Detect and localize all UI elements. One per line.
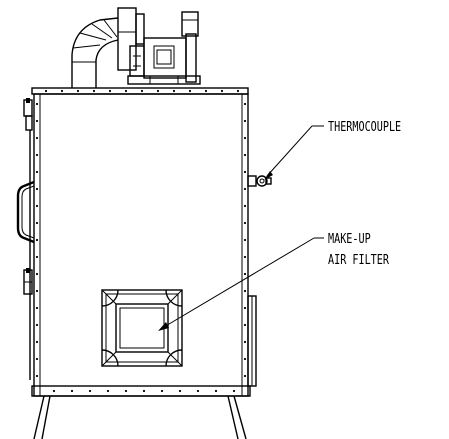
motor <box>143 37 187 79</box>
rivet <box>160 389 164 393</box>
blower-assembly <box>71 7 201 88</box>
rivet <box>243 374 247 378</box>
makeup-label-line2: AIR FILTER <box>328 252 390 268</box>
rivet <box>196 389 200 393</box>
rivet <box>35 204 39 208</box>
thermocouple-leader <box>264 125 324 180</box>
rivet <box>35 289 39 293</box>
rivet <box>243 136 247 140</box>
rivet <box>140 89 144 93</box>
rivet <box>35 357 39 361</box>
rivet <box>243 187 247 191</box>
air-filter <box>101 289 183 367</box>
door-handle <box>16 180 35 244</box>
cabinet-base-rail <box>31 385 251 397</box>
rivet <box>172 89 176 93</box>
rivet <box>243 238 247 242</box>
rivet <box>156 89 160 93</box>
rivet <box>232 389 236 393</box>
rivet <box>44 89 48 93</box>
rivet <box>178 389 182 393</box>
rivet <box>70 389 74 393</box>
rivet <box>214 389 218 393</box>
rivet <box>35 255 39 259</box>
rivet <box>60 89 64 93</box>
thermocouple-fitting <box>247 175 272 187</box>
rivet <box>35 340 39 344</box>
rivet <box>108 89 112 93</box>
rivet <box>188 89 192 93</box>
rivet <box>243 323 247 327</box>
blower-housing <box>117 7 137 71</box>
rivet <box>243 340 247 344</box>
rivet <box>243 255 247 259</box>
rivet <box>92 89 96 93</box>
rivet <box>35 153 39 157</box>
roof-plate <box>31 87 249 95</box>
rivet <box>35 238 39 242</box>
rivet <box>243 119 247 123</box>
rivet <box>124 389 128 393</box>
rivet <box>243 272 247 276</box>
rivet <box>52 389 56 393</box>
left-hinge-bottom <box>23 268 33 295</box>
rivet <box>35 170 39 174</box>
rivet <box>204 89 208 93</box>
rivet <box>35 136 39 140</box>
rivet <box>243 204 247 208</box>
rivet <box>243 153 247 157</box>
motor-base <box>127 75 201 85</box>
rivet <box>106 389 110 393</box>
rivet <box>35 221 39 225</box>
rivet <box>243 289 247 293</box>
rivet <box>35 102 39 106</box>
rivet <box>243 357 247 361</box>
rivet <box>243 221 247 225</box>
rivet <box>243 102 247 106</box>
makeup-label-line1: MAKE-UP <box>328 231 371 247</box>
rivet <box>243 306 247 310</box>
rivet <box>35 187 39 191</box>
thermocouple-label: THERMOCOUPLE <box>328 119 401 135</box>
rivet <box>88 389 92 393</box>
side-panel <box>247 295 257 387</box>
filter-leader <box>158 237 324 331</box>
rivet <box>35 306 39 310</box>
cabinet-body <box>33 93 249 397</box>
rivet <box>35 119 39 123</box>
rivet <box>35 323 39 327</box>
duct-elbow <box>71 17 119 88</box>
cabinet <box>31 93 251 397</box>
rivet <box>142 389 146 393</box>
rivet <box>35 272 39 276</box>
stand-legs <box>33 395 247 439</box>
rivet <box>124 89 128 93</box>
rivet <box>243 170 247 174</box>
rivet <box>236 89 240 93</box>
left-hinge-top <box>23 98 33 131</box>
rivet <box>220 89 224 93</box>
rivet <box>35 374 39 378</box>
rivet <box>76 89 80 93</box>
